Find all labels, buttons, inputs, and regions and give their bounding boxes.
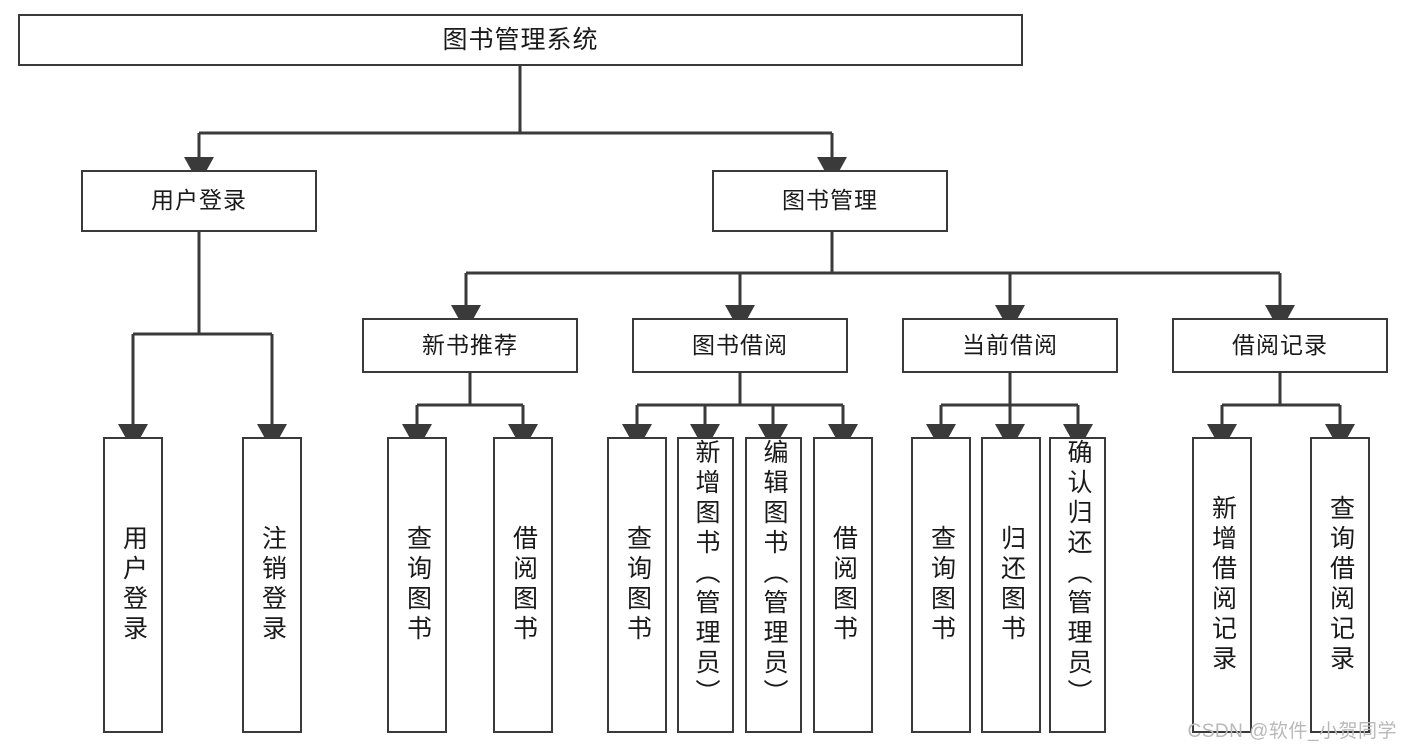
node-leaf-add-book-admin[interactable]: 新增图书（管理员） [677, 437, 734, 733]
node-leaf-query-book-recommend[interactable]: 查询图书 [387, 437, 447, 733]
node-user-login[interactable]: 用户登录 [81, 170, 317, 232]
node-leaf-query-book-borrow[interactable]: 查询图书 [607, 437, 667, 733]
node-borrow-records[interactable]: 借阅记录 [1172, 318, 1388, 373]
node-label: 查询图书 [623, 525, 652, 645]
node-leaf-return-book[interactable]: 归还图书 [981, 437, 1041, 733]
node-leaf-add-borrow-record[interactable]: 新增借阅记录 [1192, 437, 1252, 733]
node-leaf-query-borrow-record[interactable]: 查询借阅记录 [1310, 437, 1370, 733]
node-label: 注销登录 [258, 525, 287, 645]
node-label: 确认归还（管理员） [1064, 439, 1092, 709]
node-root-system[interactable]: 图书管理系统 [18, 14, 1023, 66]
node-label: 编辑图书（管理员） [760, 439, 788, 709]
node-leaf-confirm-return-admin[interactable]: 确认归还（管理员） [1049, 437, 1106, 733]
node-label: 借阅记录 [1232, 331, 1328, 358]
node-label: 图书借阅 [692, 331, 788, 358]
node-label: 查询图书 [403, 525, 432, 645]
node-leaf-borrow-book[interactable]: 借阅图书 [813, 437, 873, 733]
node-label: 查询借阅记录 [1326, 495, 1355, 675]
node-leaf-borrow-book-recommend[interactable]: 借阅图书 [493, 437, 553, 733]
node-leaf-query-book-current[interactable]: 查询图书 [911, 437, 971, 733]
node-label: 用户登录 [119, 525, 148, 645]
node-book-management[interactable]: 图书管理 [712, 170, 948, 232]
node-label: 新书推荐 [422, 331, 518, 358]
node-current-borrow[interactable]: 当前借阅 [902, 318, 1118, 373]
node-label: 新增图书（管理员） [692, 439, 720, 709]
node-label: 查询图书 [927, 525, 956, 645]
node-new-book-recommend[interactable]: 新书推荐 [362, 318, 578, 373]
node-label: 图书管理系统 [442, 26, 599, 54]
node-label: 用户登录 [151, 187, 247, 214]
node-label: 新增借阅记录 [1208, 495, 1237, 675]
node-label: 归还图书 [997, 525, 1026, 645]
node-label: 图书管理 [782, 187, 878, 214]
node-leaf-user-logout[interactable]: 注销登录 [242, 437, 302, 733]
node-label: 借阅图书 [509, 525, 538, 645]
node-leaf-user-login[interactable]: 用户登录 [103, 437, 163, 733]
node-leaf-edit-book-admin[interactable]: 编辑图书（管理员） [745, 437, 802, 733]
node-label: 借阅图书 [829, 525, 858, 645]
node-label: 当前借阅 [962, 331, 1058, 358]
node-book-borrow[interactable]: 图书借阅 [632, 318, 848, 373]
